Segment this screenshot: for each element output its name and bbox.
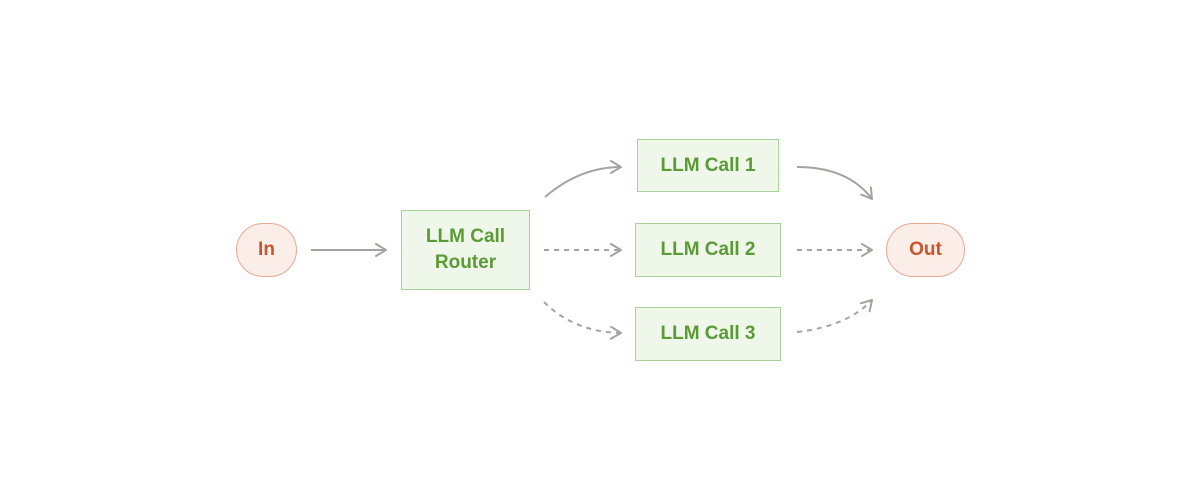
llm-call-1-node: LLM Call 1 — [637, 139, 779, 192]
input-node-label: In — [258, 239, 275, 260]
input-node: In — [236, 223, 297, 277]
llm-call-3-node: LLM Call 3 — [635, 307, 781, 361]
llm-call-3-label: LLM Call 3 — [660, 323, 756, 344]
edge-call-1-to-out — [796, 166, 873, 200]
edge-router-to-call-1 — [544, 160, 622, 198]
output-node: Out — [886, 223, 965, 277]
llm-call-1-label: LLM Call 1 — [660, 154, 756, 176]
router-node-label-line-2: Router — [434, 252, 497, 273]
output-node-label: Out — [909, 239, 942, 260]
edge-call-3-to-out — [796, 299, 873, 333]
router-node-label: LLM Call Router — [426, 224, 505, 276]
llm-call-2-label: LLM Call 2 — [660, 239, 756, 260]
llm-call-2-node: LLM Call 2 — [635, 223, 781, 277]
router-node: LLM Call Router — [401, 210, 530, 290]
router-node-label-line-1: LLM Call — [425, 226, 506, 247]
edge-router-to-call-3 — [543, 301, 622, 340]
